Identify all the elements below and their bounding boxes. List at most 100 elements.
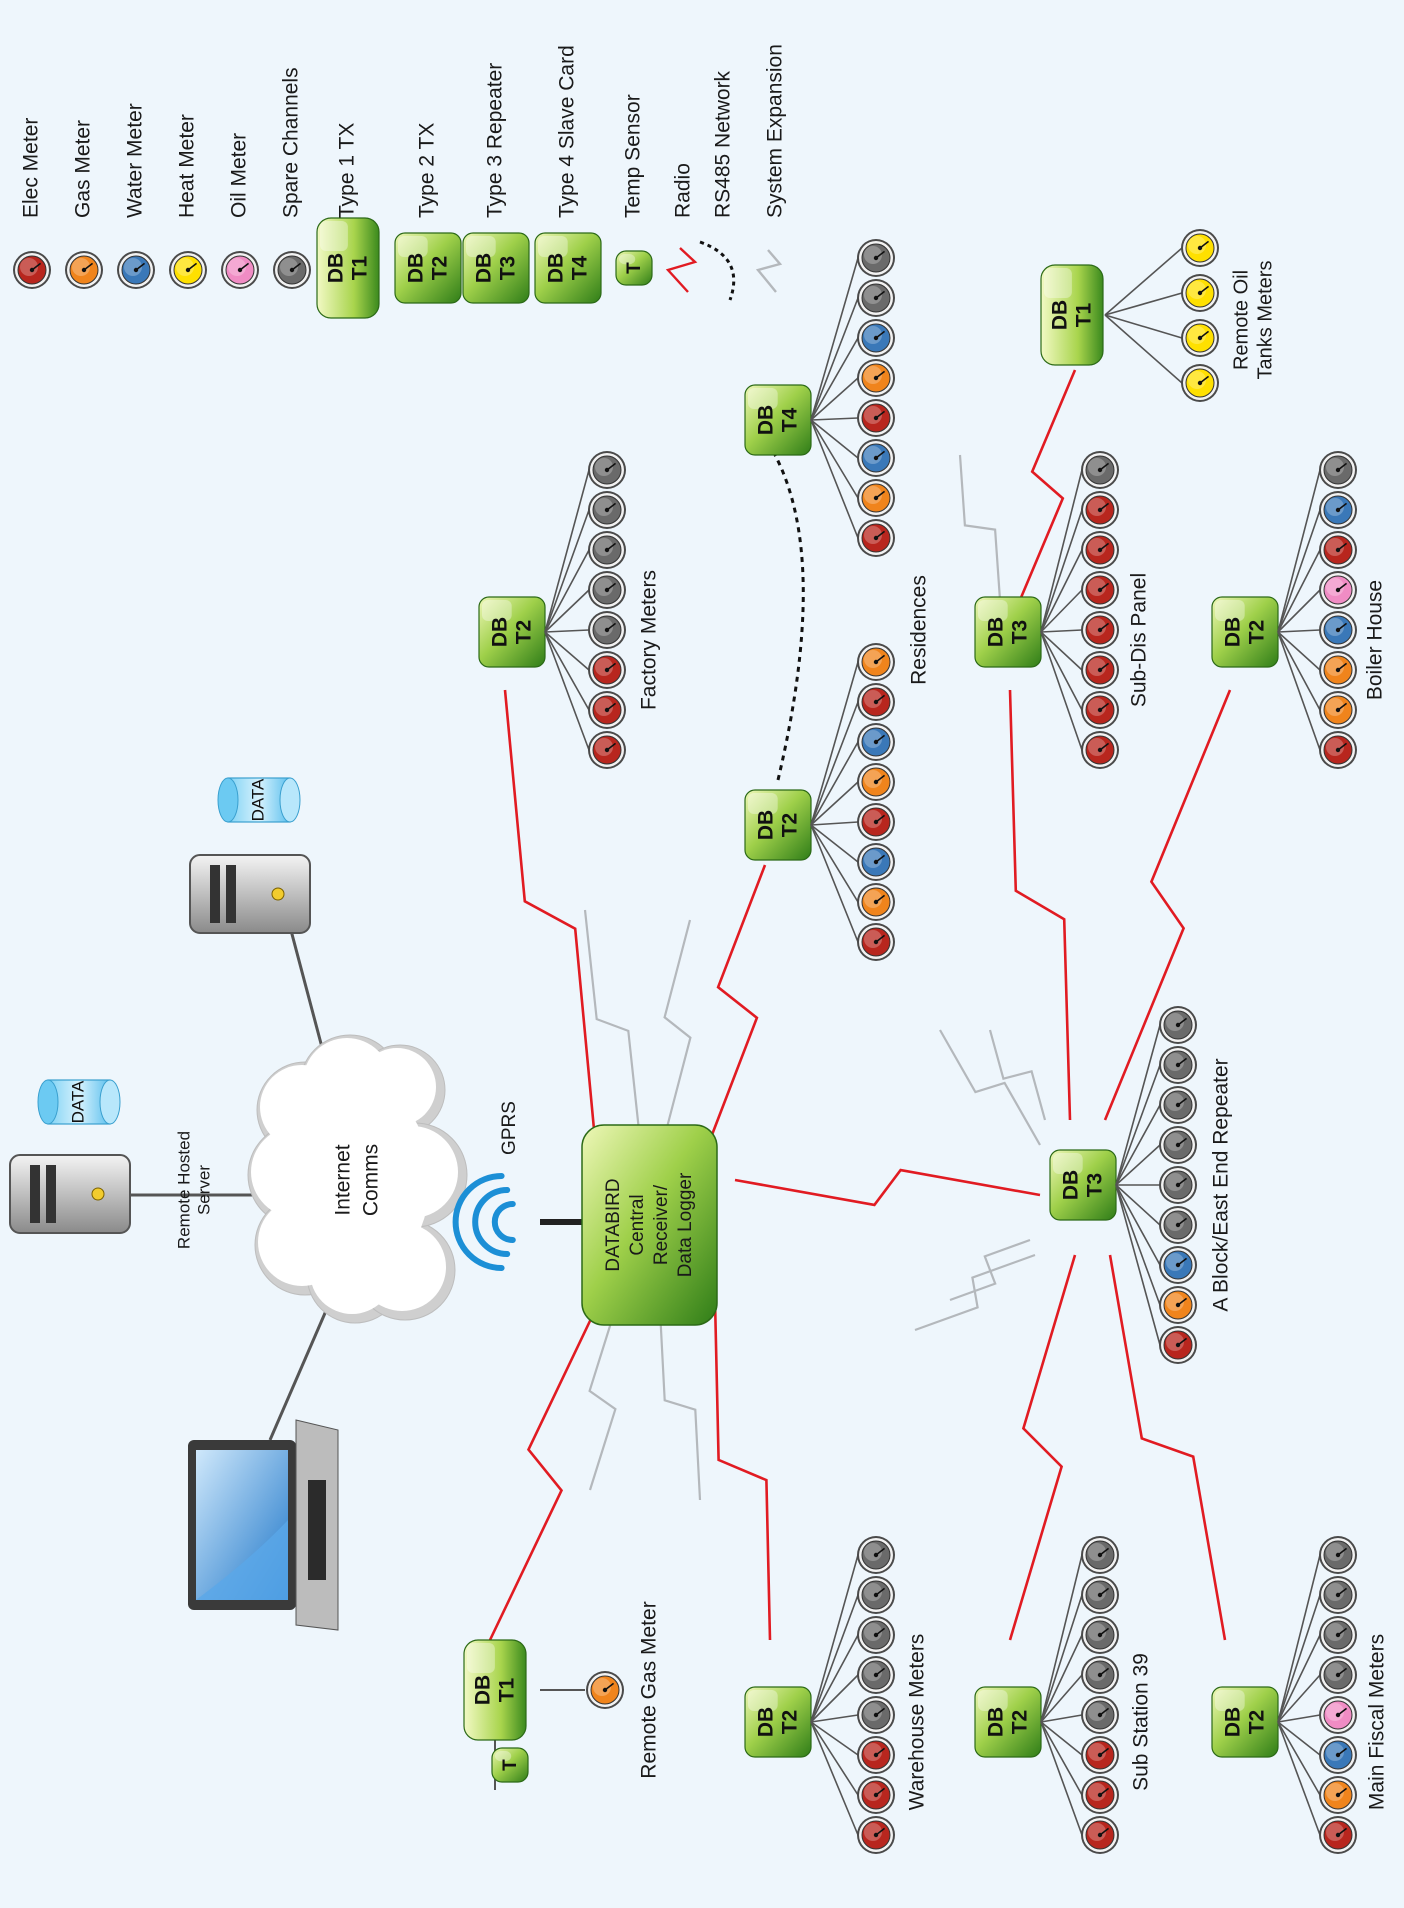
legend-label-device: Type 2 TX — [416, 123, 439, 218]
meter-spare-icon — [1159, 1006, 1197, 1044]
meter-water-icon — [1319, 491, 1357, 529]
meter-water-icon — [857, 439, 895, 477]
meter-spare-icon — [1319, 1656, 1357, 1694]
legend-label-elec: Elec Meter — [20, 118, 43, 218]
meter-elec-icon — [1081, 611, 1119, 649]
svg-text:T: T — [500, 1759, 521, 1771]
expansion-link-1 — [663, 919, 692, 1136]
meter-gas-icon — [65, 251, 103, 289]
legend-label-device: Type 1 TX — [336, 123, 359, 218]
svg-text:DB: DB — [472, 1675, 495, 1705]
svg-text:T2: T2 — [1246, 620, 1269, 645]
meter-spare-icon — [588, 611, 626, 649]
svg-text:Central: Central — [627, 1194, 648, 1255]
local-server-icon — [189, 854, 311, 934]
meter-spare-icon — [857, 279, 895, 317]
meter-elec-icon — [857, 1736, 895, 1774]
meter-gas-icon — [1319, 1776, 1357, 1814]
ablock-label: A Block/East End Repeater — [1210, 1058, 1233, 1311]
meter-elec-icon — [857, 683, 895, 721]
svg-text:DB: DB — [985, 1707, 1008, 1737]
svg-text:DB: DB — [985, 617, 1008, 647]
meter-elec-icon — [857, 519, 895, 557]
expansion-link-3 — [658, 1309, 702, 1501]
svg-text:T: T — [624, 262, 645, 274]
svg-text:T2: T2 — [779, 813, 802, 838]
fiscal-label: Main Fiscal Meters — [1366, 1634, 1389, 1810]
svg-text:DB: DB — [325, 253, 348, 283]
svg-text:DB: DB — [755, 810, 778, 840]
meter-water-icon — [1319, 611, 1357, 649]
meter-water-icon — [857, 843, 895, 881]
meter-elec-icon — [13, 251, 51, 289]
factory-meters — [544, 451, 626, 769]
radio-link-fiscal — [1108, 1254, 1227, 1641]
expansion-link-6 — [988, 1029, 1047, 1121]
svg-text:T1: T1 — [496, 1677, 519, 1702]
meter-elec-icon — [1319, 1816, 1357, 1854]
svg-text:T3: T3 — [1009, 620, 1032, 645]
legend-label-rs485: RS485 Network — [712, 70, 735, 218]
svg-text:Tanks Meters: Tanks Meters — [1254, 261, 1276, 380]
svg-text:DB: DB — [1060, 1170, 1083, 1200]
meter-gas-icon — [857, 643, 895, 681]
legend-label-radio: Radio — [672, 163, 695, 218]
factory-label: Factory Meters — [638, 570, 661, 710]
meter-gas-icon — [857, 763, 895, 801]
legend-label-oil: Oil Meter — [228, 133, 251, 218]
gprs-label: GPRS — [499, 1101, 520, 1155]
meter-spare-icon — [857, 1536, 895, 1574]
meter-spare-icon — [1319, 1616, 1357, 1654]
meter-water-icon — [117, 251, 155, 289]
legend-label-expansion: System Expansion — [764, 44, 787, 218]
substation-label: Sub Station 39 — [1130, 1653, 1153, 1791]
meter-spare-icon — [1159, 1126, 1197, 1164]
meter-spare-icon — [1159, 1086, 1197, 1124]
remote-gas-label: Remote Gas Meter — [638, 1601, 661, 1778]
meter-gas-icon — [1319, 651, 1357, 689]
expansion-link-4 — [939, 1029, 1041, 1146]
meter-elec-icon — [1081, 491, 1119, 529]
svg-text:Receiver/: Receiver/ — [651, 1184, 672, 1265]
legend-label-heat: Heat Meter — [176, 114, 199, 218]
residences-t2-meters — [810, 643, 895, 961]
meter-spare-icon — [1081, 1656, 1119, 1694]
meter-elec-icon — [588, 731, 626, 769]
meter-elec-icon — [1159, 1326, 1197, 1364]
remote-server-icon — [9, 1154, 131, 1234]
remote-gas-temp-sensor: T — [491, 1747, 529, 1783]
svg-text:T2: T2 — [1246, 1710, 1269, 1735]
radio-link-substation — [1008, 1254, 1077, 1641]
legend-label-gas: Gas Meter — [72, 120, 95, 218]
meter-heat-icon — [1181, 229, 1219, 267]
radio-link-boiler — [1103, 689, 1232, 1121]
meter-gas-icon — [857, 359, 895, 397]
warehouse-meters — [810, 1536, 895, 1854]
radio-link-oil — [1018, 369, 1077, 601]
meter-spare-icon — [1081, 1696, 1119, 1734]
meter-elec-icon — [1081, 1776, 1119, 1814]
svg-text:Internet: Internet — [332, 1144, 355, 1215]
meter-spare-icon — [857, 239, 895, 277]
meter-gas-icon — [1159, 1286, 1197, 1324]
meter-water-icon — [857, 319, 895, 357]
legend-label-device: Type 3 Repeater — [484, 63, 507, 218]
meter-spare-icon — [588, 531, 626, 569]
meter-spare-icon — [1081, 1536, 1119, 1574]
svg-text:T1: T1 — [349, 255, 372, 280]
legend-label-spare: Spare Channels — [280, 67, 303, 218]
